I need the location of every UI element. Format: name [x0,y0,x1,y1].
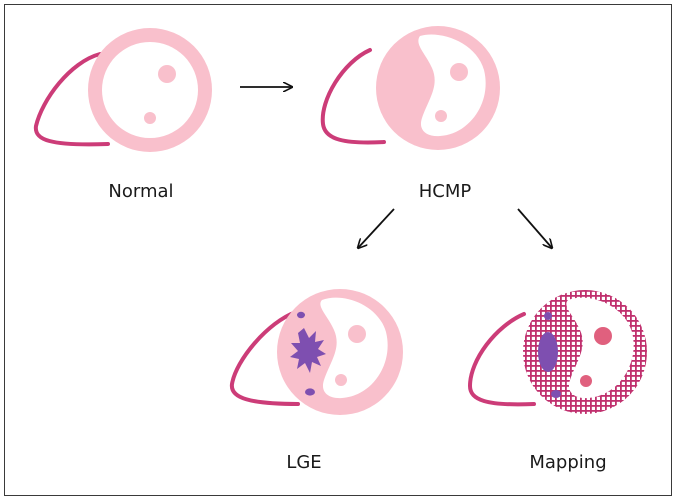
label-mapping: Mapping [529,452,607,473]
fibrosis-spot [297,311,305,319]
focal-fibrosis-mapping [538,332,558,372]
left-ventricle-cavity [566,297,634,399]
normal-heart [33,28,212,152]
right-ventricle-outline [320,48,386,145]
label-lge: LGE [286,452,322,473]
papillary-muscle [580,375,592,387]
label-hcmp: HCMP [418,181,472,202]
lge-heart [229,289,403,415]
papillary-muscle [348,325,366,343]
fibrosis-spot [544,312,552,320]
left-ventricle-cavity [418,34,486,137]
arrow-hcmp-to-lge [358,208,395,248]
papillary-muscle [144,112,156,124]
fibrosis-spot [305,388,315,396]
hcmp-heart [320,26,500,150]
left-ventricle-cavity [102,42,198,138]
papillary-muscle [594,327,612,345]
papillary-muscle [450,63,468,81]
papillary-muscle [335,374,347,386]
right-ventricle-outline [467,312,536,407]
mapping-heart [467,290,647,414]
left-ventricle-cavity [320,297,388,399]
fibrosis-spot [551,390,561,398]
right-ventricle-outline [33,52,110,147]
label-normal: Normal [108,181,174,202]
arrow-hcmp-to-mapping [517,208,552,248]
papillary-muscle [435,110,447,122]
papillary-muscle [158,65,176,83]
right-ventricle-outline [229,310,300,406]
focal-fibrosis-lge [290,328,326,373]
